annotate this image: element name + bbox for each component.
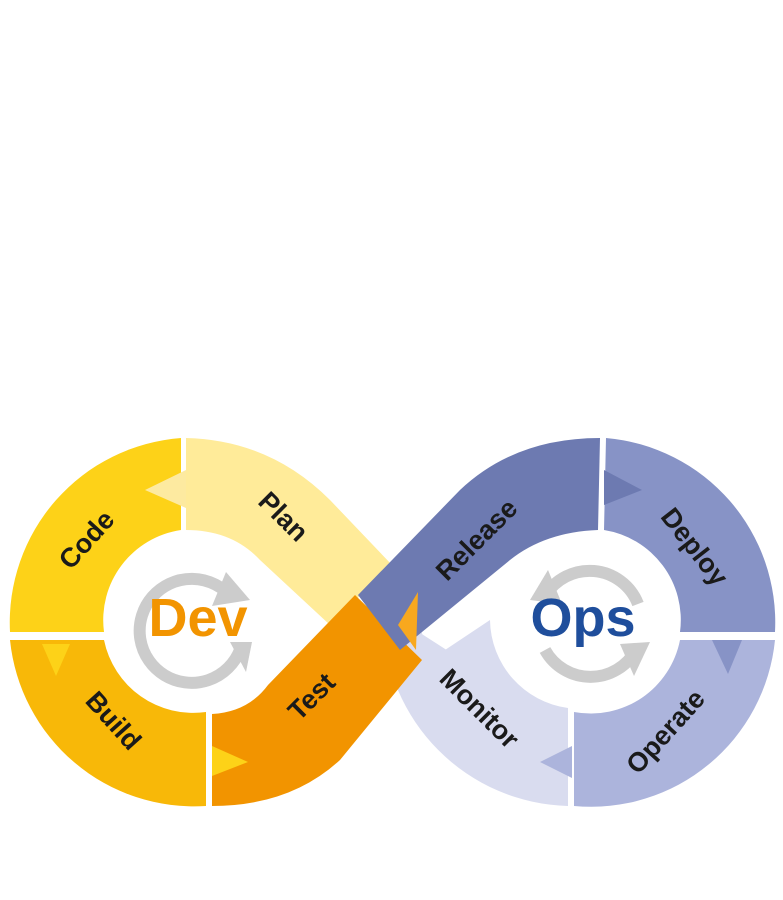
segment-build (10, 640, 206, 807)
arrowhead-build (42, 644, 70, 676)
dev-hub-label: Dev (148, 588, 247, 648)
segment-monitor-body (383, 620, 568, 806)
arrowhead-operate (712, 640, 742, 674)
segment-operate (574, 640, 775, 807)
segment-deploy (604, 438, 776, 632)
segment-plan (186, 438, 392, 625)
ops-cycle-icon (530, 564, 650, 683)
arrowhead-test (212, 746, 248, 776)
arrowhead-monitor (540, 746, 572, 778)
segment-release (358, 438, 600, 650)
arrowhead-release (398, 592, 418, 650)
arrowhead-code (145, 470, 186, 508)
segment-test (212, 595, 422, 806)
segment-code (9, 438, 182, 632)
ops-hub-label: Ops (530, 588, 635, 648)
dev-cycle-icon (133, 572, 252, 689)
arrowhead-deploy (604, 470, 642, 505)
